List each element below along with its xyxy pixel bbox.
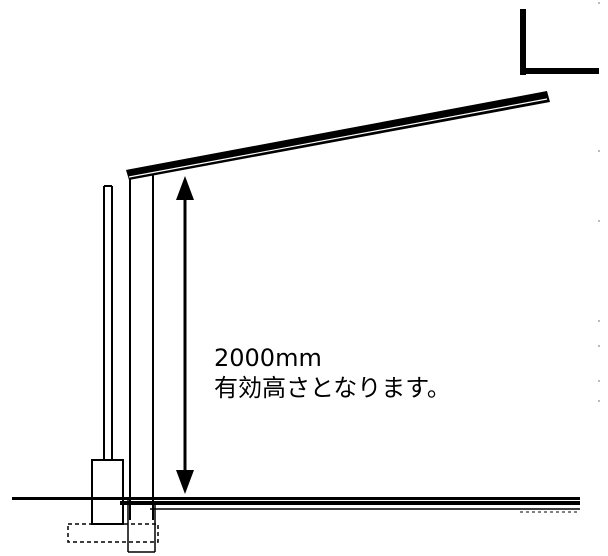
- roof-panel: [126, 91, 550, 180]
- wall-corner-mark: [520, 9, 599, 75]
- main-post: [129, 174, 154, 520]
- fence-post: [103, 185, 113, 460]
- height-dimension-arrow: [176, 176, 194, 494]
- dimension-note-label: 有効高さとなります。: [214, 374, 451, 402]
- ground-line: [12, 497, 580, 513]
- edge-marks: [598, 2, 600, 402]
- block-wall-base: [91, 459, 124, 525]
- foundation-footing: [67, 500, 159, 553]
- dimension-value-label: 2000mm: [214, 344, 322, 372]
